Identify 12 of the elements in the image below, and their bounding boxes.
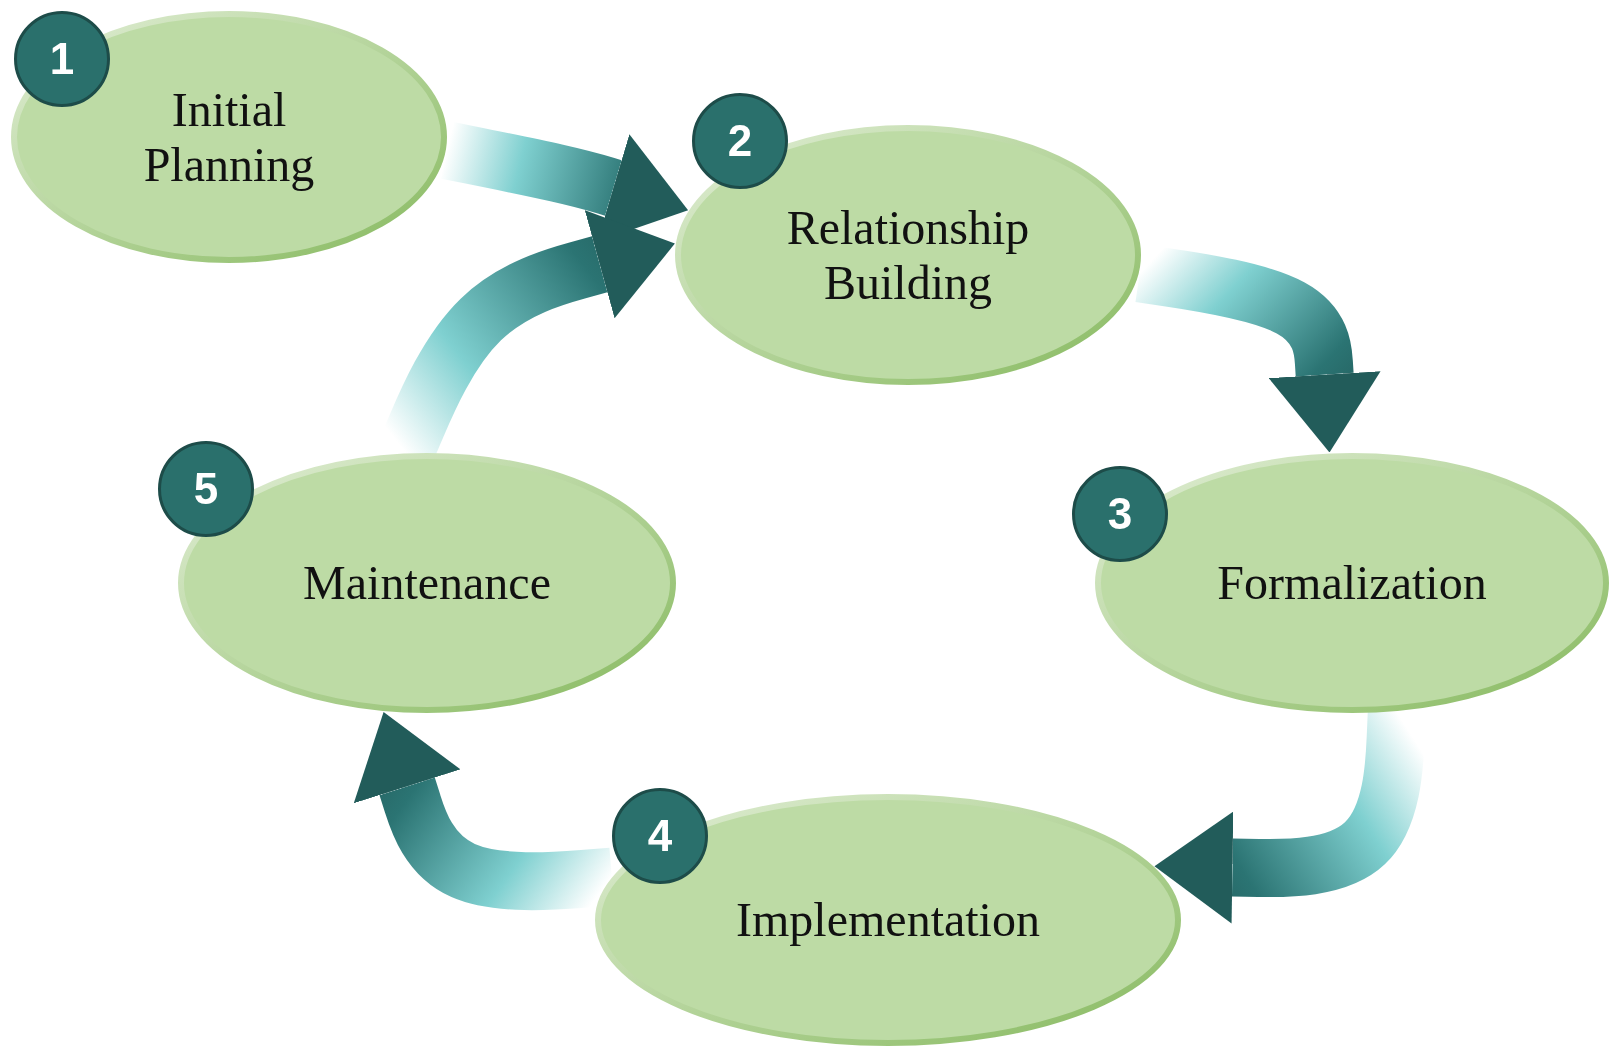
step-number-badge: 3 [1072,466,1168,562]
stage-label: Relationship Building [785,199,1031,311]
step-number-badge: 2 [692,93,788,189]
stage-ellipse [10,10,448,264]
stage-label: Maintenance [302,555,552,611]
stage-label: Implementation [735,892,1041,948]
step-number-badge: 5 [158,441,254,537]
curved-arrow [1154,709,1426,924]
stage-label: Initial Planning [142,81,316,193]
step-number-badge: 4 [612,788,708,884]
step-number-badge: 1 [14,11,110,107]
stage-label: Formalization [1216,555,1488,611]
